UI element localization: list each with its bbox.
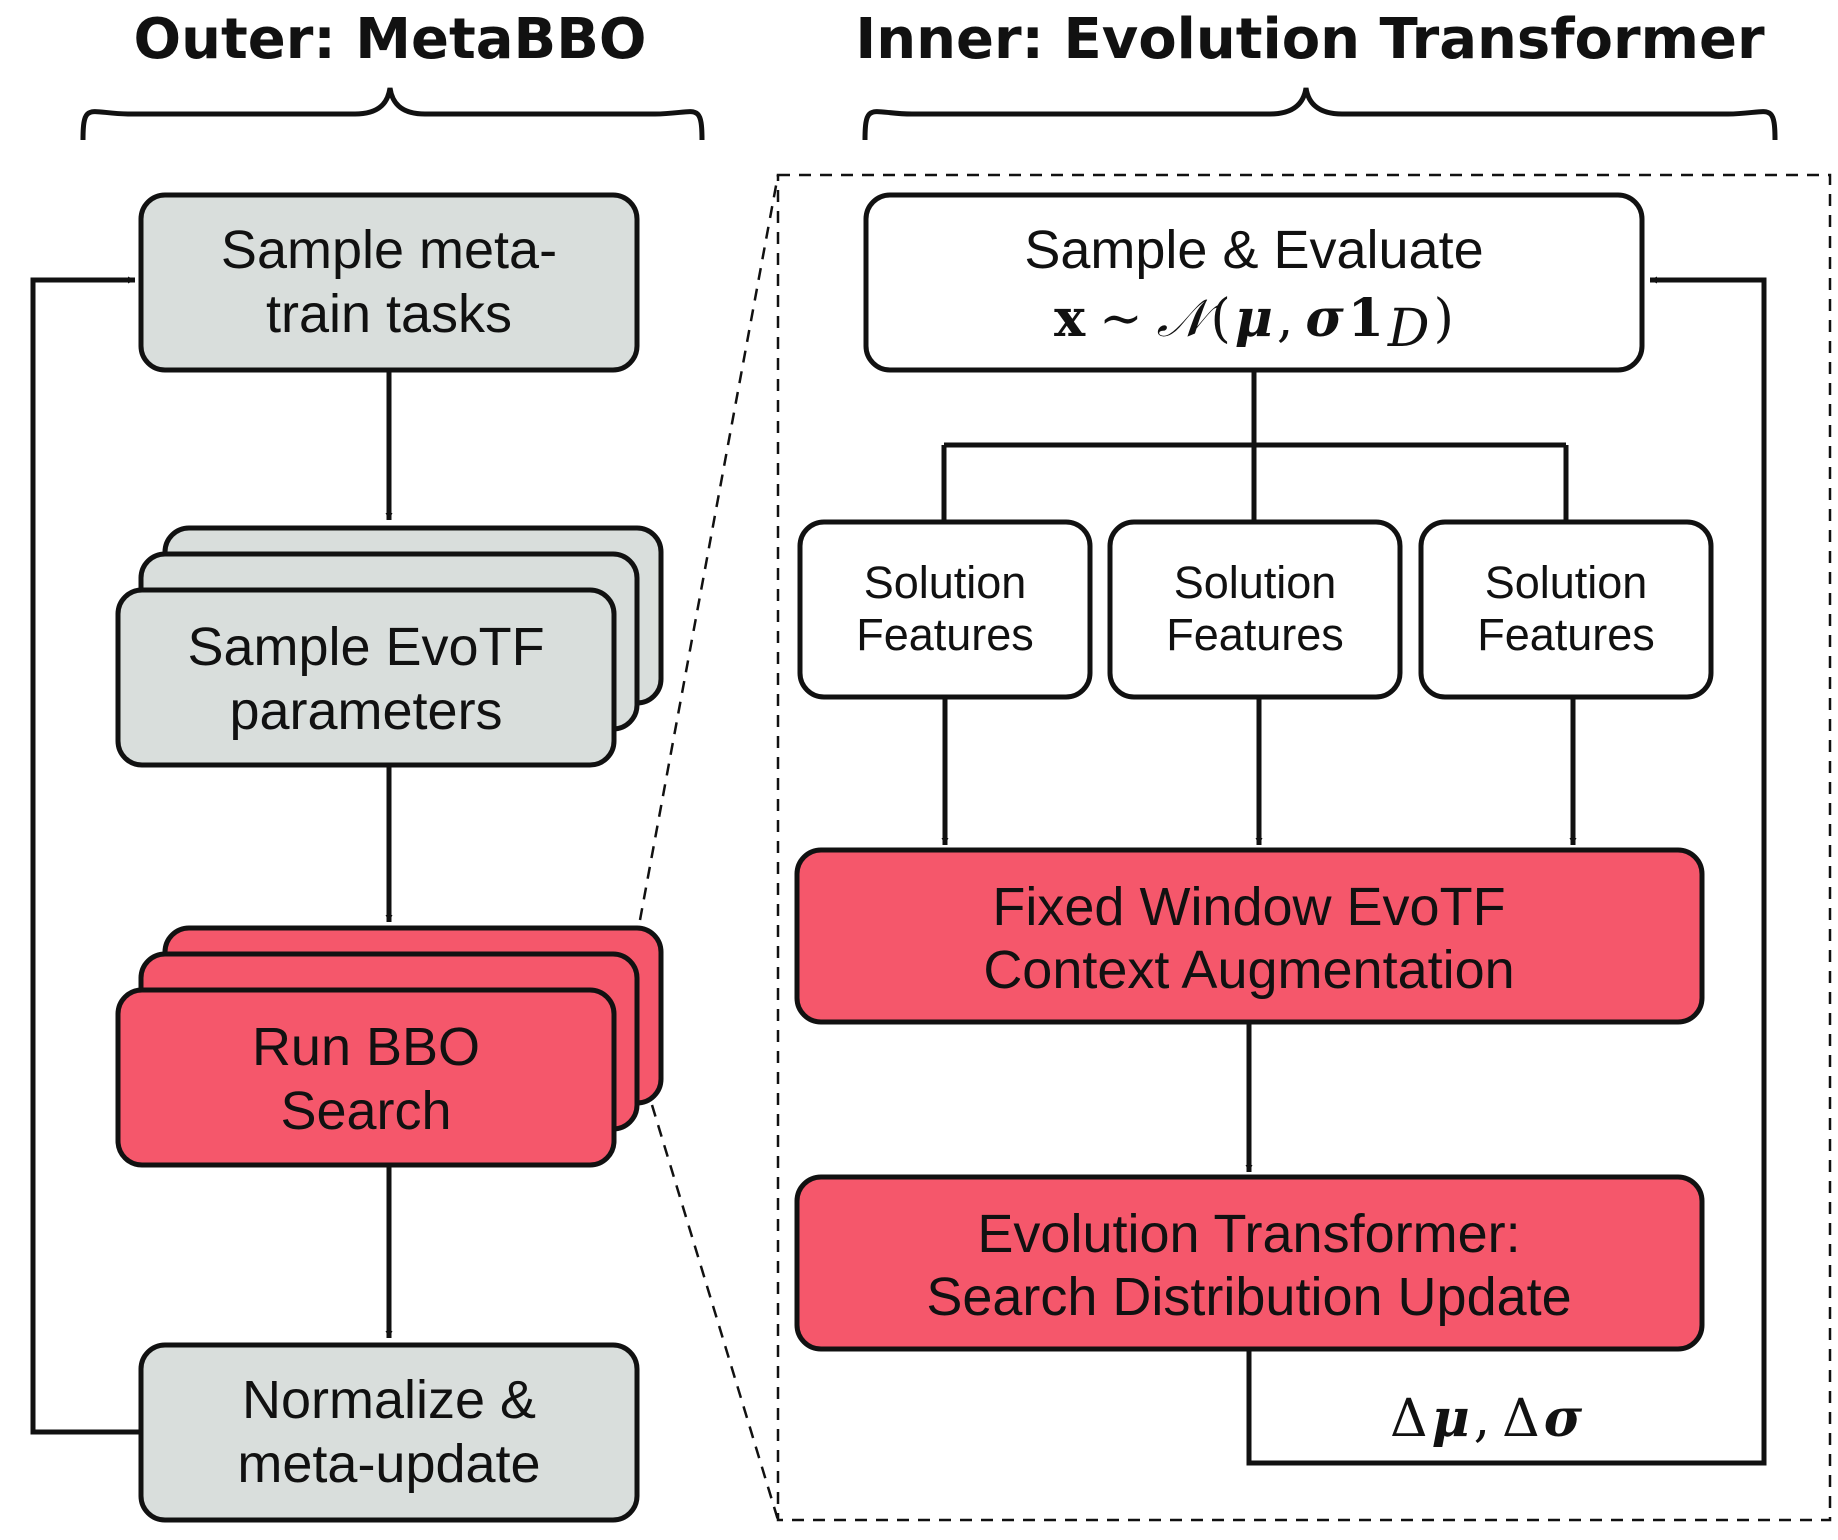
formula-open: ( xyxy=(1211,289,1231,349)
sample-params-label-2: parameters xyxy=(229,681,502,741)
zoom-line-top xyxy=(638,174,780,921)
features-2-label-1: Solution xyxy=(1174,557,1337,608)
sample-evaluate-label: Sample & Evaluate xyxy=(1024,220,1483,280)
arrow-inner-loop xyxy=(1246,276,1767,1466)
delta-2: Δ xyxy=(1502,1389,1540,1449)
inner-brace xyxy=(862,87,1778,141)
zoom-line-bottom xyxy=(650,1104,780,1521)
features-2-label-2: Features xyxy=(1166,609,1344,660)
features-box-2 xyxy=(1107,519,1403,700)
outer-brace xyxy=(80,87,705,141)
sample-formula: x ∼ 𝒩 ( μ , σ 1 D ) xyxy=(1054,288,1454,359)
run-search-label-1: Run BBO xyxy=(252,1017,480,1077)
features-1-label-2: Features xyxy=(856,609,1034,660)
outer-title: Outer: MetaBBO xyxy=(134,7,647,72)
formula-sim: ∼ xyxy=(1099,289,1143,349)
sample-params-label-1: Sample EvoTF xyxy=(187,617,544,677)
inner-frame xyxy=(776,173,1832,1522)
delta-1: Δ xyxy=(1390,1389,1428,1449)
sample-tasks-label-1: Sample meta- xyxy=(221,220,557,280)
features-3-label-2: Features xyxy=(1477,609,1655,660)
update-label-2: Search Distribution Update xyxy=(926,1267,1571,1327)
normalize-label-2: meta-update xyxy=(237,1434,540,1494)
context-label-2: Context Augmentation xyxy=(983,940,1514,1000)
features-3-label-1: Solution xyxy=(1485,557,1648,608)
delta-sigma: σ xyxy=(1544,1388,1583,1449)
inner-title: Inner: Evolution Transformer xyxy=(855,7,1765,72)
features-box-3 xyxy=(1418,519,1714,700)
delta-mu: μ xyxy=(1432,1388,1470,1449)
features-1-label-1: Solution xyxy=(864,557,1027,608)
delta-label: Δ μ , Δ σ xyxy=(1390,1388,1583,1449)
run-search-box xyxy=(115,987,617,1168)
sample-tasks-label-2: train tasks xyxy=(266,284,512,344)
run-search-label-2: Search xyxy=(280,1081,451,1141)
arrow-loop-back xyxy=(30,276,141,1435)
update-label-1: Evolution Transformer: xyxy=(977,1204,1520,1264)
sample-params-box xyxy=(115,587,617,768)
delta-comma: , xyxy=(1474,1389,1491,1449)
formula-comma: , xyxy=(1277,289,1294,349)
formula-one: 1 xyxy=(1348,288,1384,349)
formula-sigma: σ xyxy=(1305,288,1344,349)
formula-close: ) xyxy=(1434,289,1454,349)
formula-mu: μ xyxy=(1235,288,1273,349)
formula-sub: D xyxy=(1387,299,1430,359)
context-label-1: Fixed Window EvoTF xyxy=(992,877,1505,937)
normalize-label-1: Normalize & xyxy=(242,1370,536,1430)
formula-x: x xyxy=(1054,288,1086,349)
